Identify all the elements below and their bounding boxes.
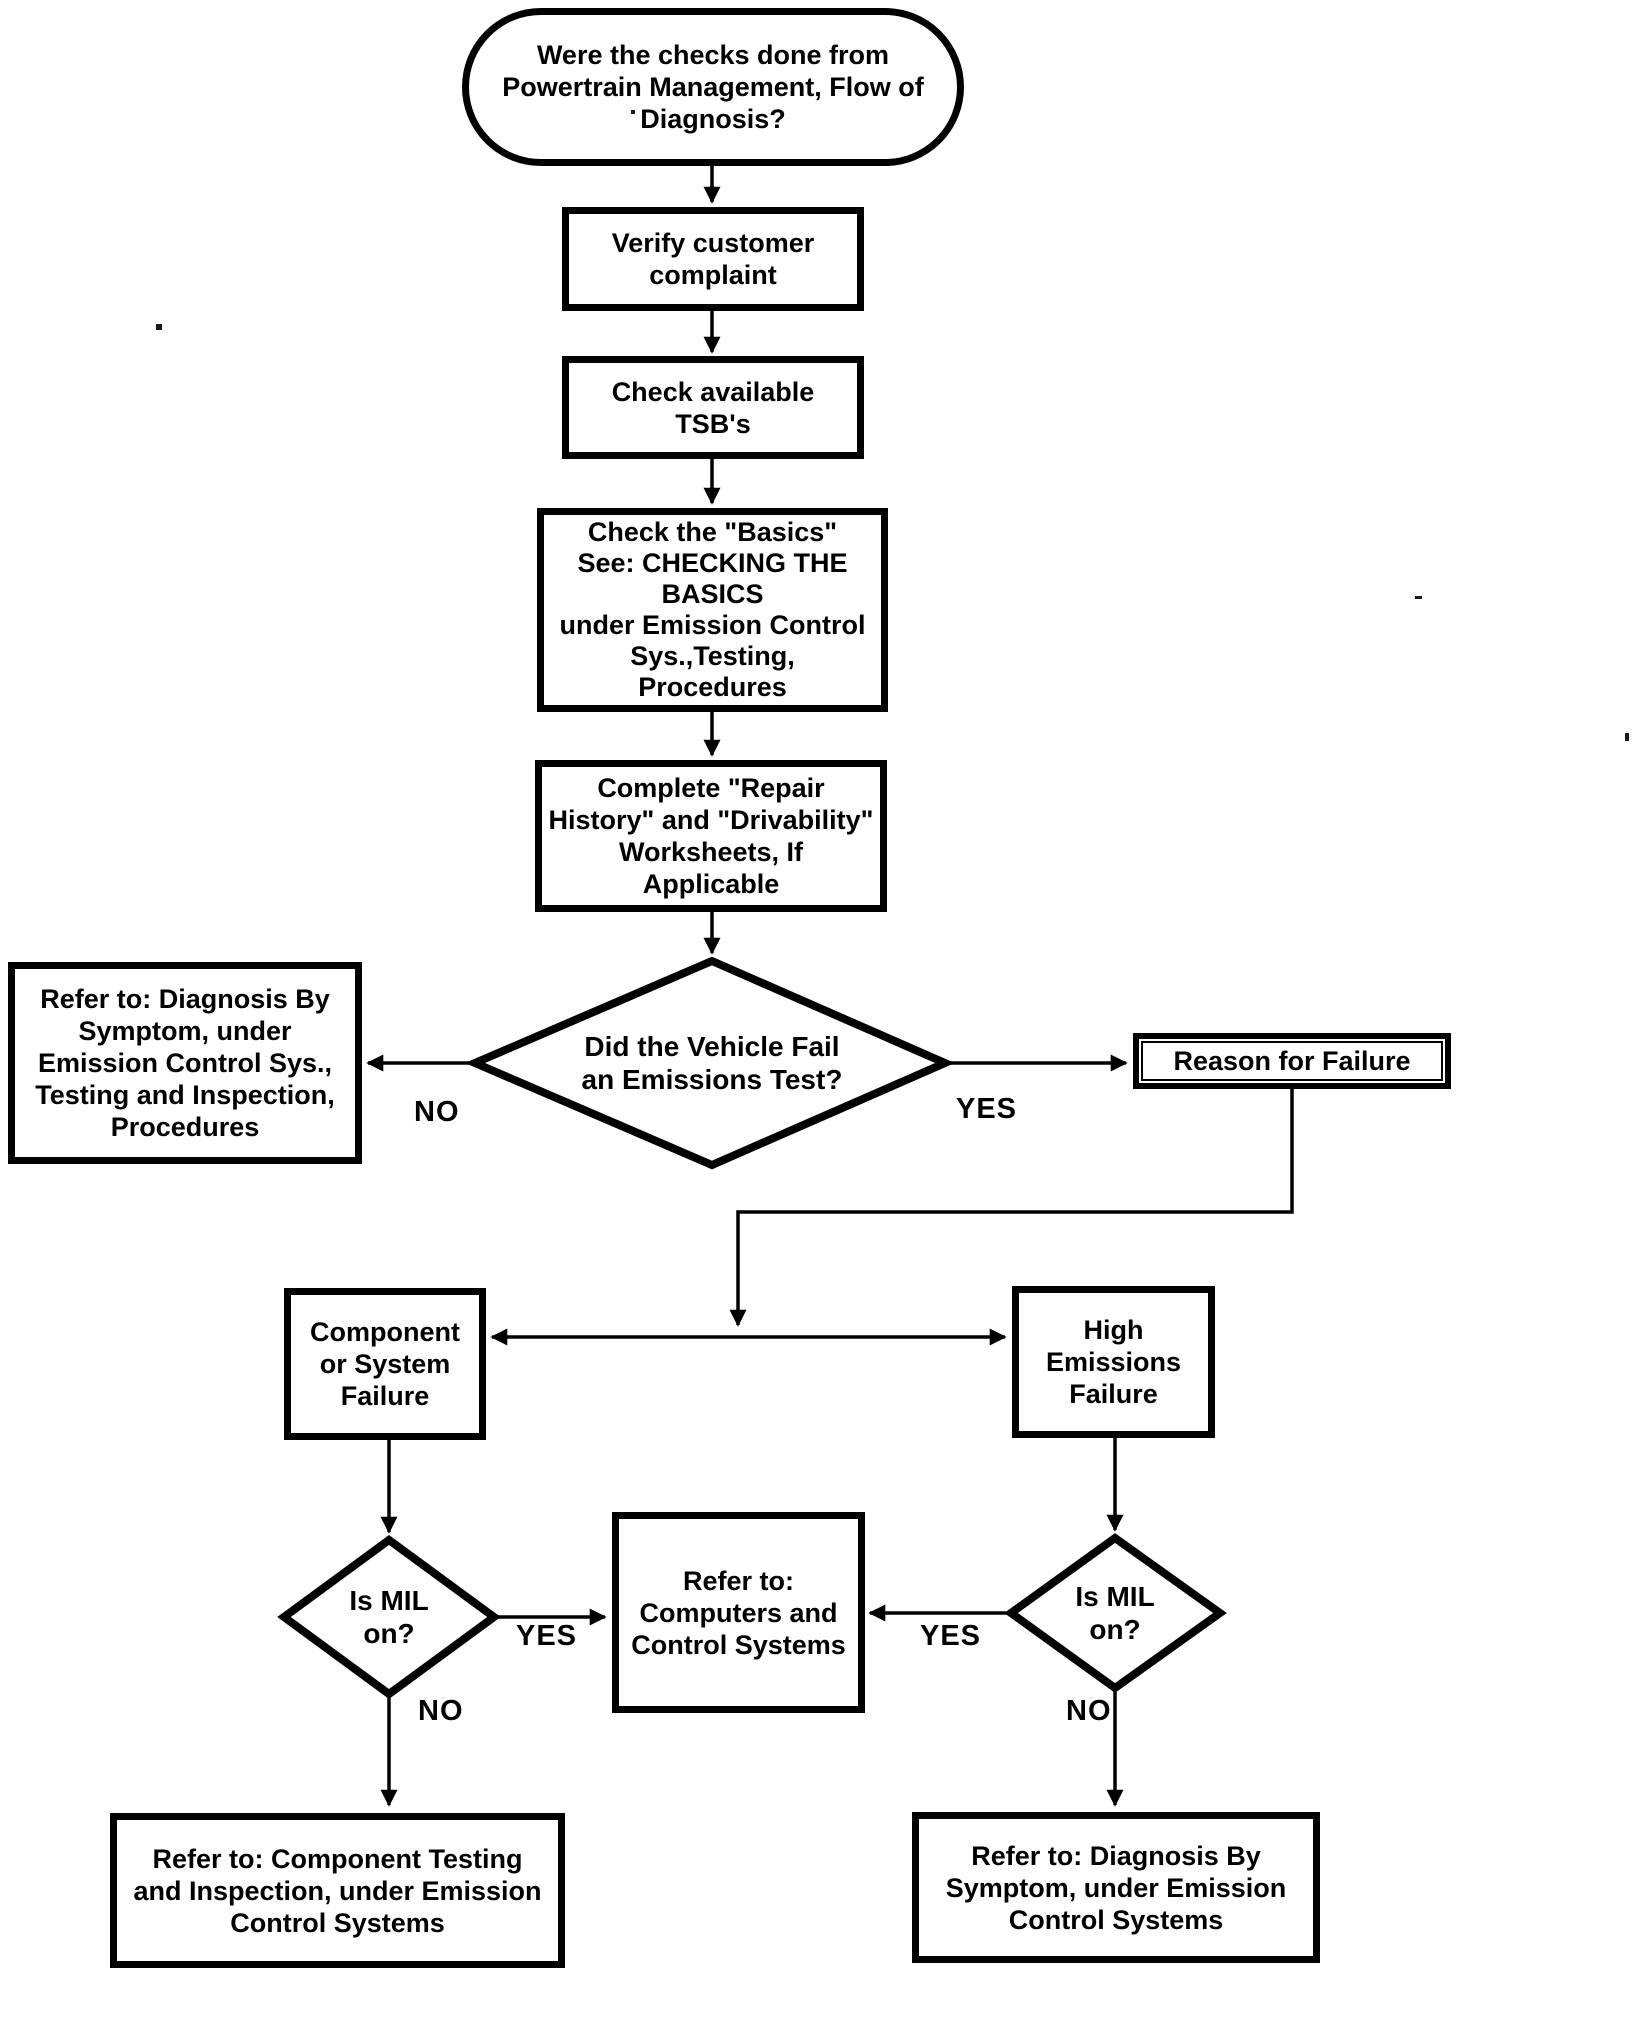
process-check-basics: Check the "Basics" See: CHECKING THE BAS…	[537, 508, 888, 712]
process-verify-complaint: Verify customer complaint	[562, 207, 864, 311]
mil-left-question: Is MIL on?	[349, 1585, 429, 1649]
process-refer-diagnosis-by-symptom-systems: Refer to: Diagnosis By Symptom, under Em…	[912, 1812, 1320, 1963]
scan-speck	[1415, 596, 1422, 599]
process-high-emissions-failure: High Emissions Failure	[1012, 1286, 1215, 1438]
emissions-test-diamond	[464, 956, 955, 1170]
scan-speck	[156, 324, 162, 330]
process-check-tsbs: Check available TSB's	[562, 356, 864, 459]
process-complete-worksheets: Complete "Repair History" and "Drivabili…	[535, 760, 887, 912]
edge-label-mil-right-yes: YES	[920, 1620, 982, 1652]
scan-speck	[631, 110, 635, 114]
process-component-or-system-failure: Component or System Failure	[284, 1288, 486, 1440]
edge-label-emissions-yes: YES	[956, 1093, 1018, 1125]
process-refer-computers-control-systems: Refer to: Computers and Control Systems	[612, 1512, 865, 1713]
mil-right-question: Is MIL on?	[1075, 1581, 1155, 1645]
reason-for-failure-label: Reason for Failure	[1173, 1046, 1411, 1076]
connector-reason-elbow	[729, 1087, 1294, 1327]
process-refer-diagnosis-by-symptom-procedures: Refer to: Diagnosis By Symptom, under Em…	[8, 962, 362, 1164]
edge-label-mil-left-no: NO	[418, 1695, 464, 1727]
emissions-test-question: Did the Vehicle Fail an Emissions Test?	[581, 1031, 843, 1095]
process-reason-for-failure: Reason for Failure	[1133, 1033, 1451, 1089]
scan-speck	[1625, 733, 1629, 741]
process-refer-component-testing: Refer to: Component Testing and Inspecti…	[110, 1813, 565, 1968]
start-terminator: Were the checks done from Powertrain Man…	[462, 8, 964, 166]
edge-label-mil-left-yes: YES	[516, 1620, 578, 1652]
edge-label-mil-right-no: NO	[1066, 1695, 1112, 1727]
edge-label-emissions-no: NO	[414, 1096, 460, 1128]
